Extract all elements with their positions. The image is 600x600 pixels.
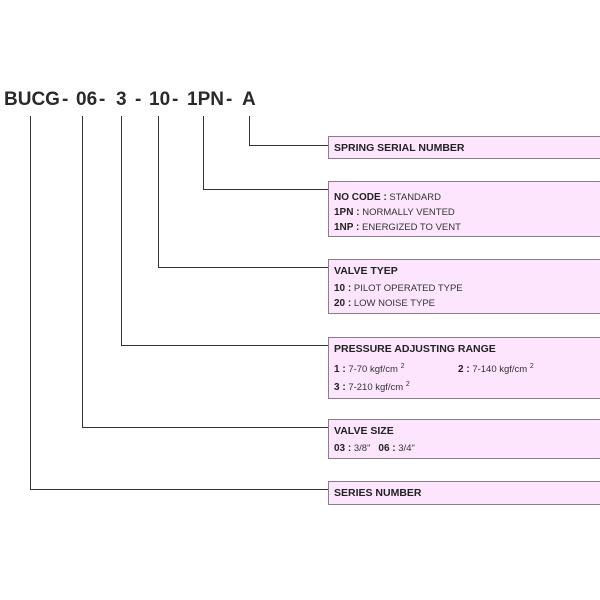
list-item: 1PN : NORMALLY VENTED [334,207,455,218]
valve-size-title: VALVE SIZE [334,425,394,437]
code-spring: A [242,89,256,110]
code-size: 06 [76,89,98,110]
connector-size [82,116,328,428]
list-item: 03 : 3/8" 06 : 3/4" [334,443,415,454]
valve-type-title: VALVE TYEP [334,265,398,277]
list-item: 20 : LOW NOISE TYPE [334,298,435,309]
pressure-range-title: PRESSURE ADJUSTING RANGE [334,343,496,355]
list-item: 1NP : ENERGIZED TO VENT [334,222,461,233]
series-number-box: SERIES NUMBER [328,481,600,505]
connector-pressure [121,116,328,346]
connector-series [30,116,328,490]
code-pressure: 3 [116,89,127,110]
code-dash: - [135,89,142,110]
list-item: 2 : 7-140 kgf/cm 2 [458,363,534,376]
code-dash: - [172,89,179,110]
series-number-title: SERIES NUMBER [334,487,422,499]
vent-option-box: NO CODE : STANDARD 1PN : NORMALLY VENTED… [328,181,600,237]
connector-spring [249,116,328,146]
valve-size-box: VALVE SIZE 03 : 3/8" 06 : 3/4" [328,419,600,459]
code-vent: 1PN [187,89,224,110]
code-series: BUCG [4,89,60,110]
code-dash: - [99,89,106,110]
list-item: NO CODE : STANDARD [334,192,441,203]
connector-vent [203,116,328,190]
spring-serial-box: SPRING SERIAL NUMBER [328,136,600,159]
list-item: 10 : PILOT OPERATED TYPE [334,283,463,294]
code-dash: - [226,89,233,110]
list-item: 3 : 7-210 kgf/cm 2 [334,381,410,394]
list-item: 1 : 7-70 kgf/cm 2 [334,363,405,376]
code-dash: - [62,89,69,110]
spring-serial-title: SPRING SERIAL NUMBER [334,142,465,154]
valve-type-box: VALVE TYEP 10 : PILOT OPERATED TYPE 20 :… [328,259,600,314]
code-valve-type: 10 [149,89,171,110]
connector-valve-type [158,116,328,268]
pressure-range-box: PRESSURE ADJUSTING RANGE 1 : 7-70 kgf/cm… [328,337,600,399]
